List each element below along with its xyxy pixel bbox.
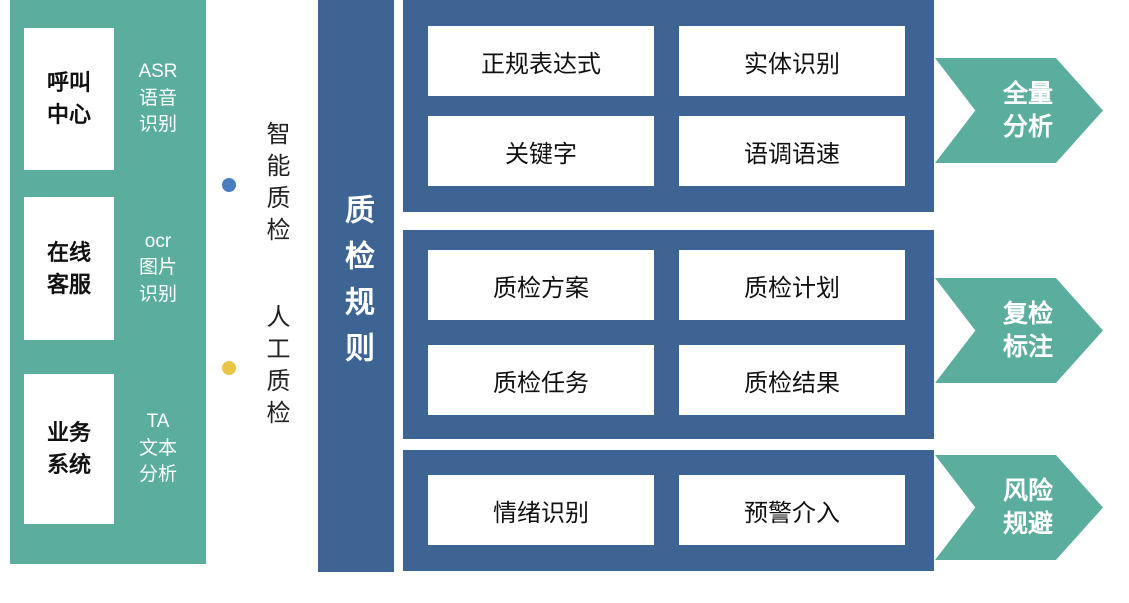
rule-box-qc-task: 质检任务 — [428, 345, 654, 415]
source-box-call-center: 呼叫 中心 — [24, 28, 114, 170]
qc-rules-bar: 质检规则 — [318, 0, 394, 572]
label-intelligent-qc: 智能质检 — [262, 121, 289, 249]
rule-box-warning-intervention: 预警介入 — [679, 475, 905, 545]
source-label-asr: ASR 语音 识别 — [138, 61, 178, 136]
rule-box-regex: 正规表达式 — [428, 26, 654, 96]
arrow-risk-avoidance: 风险 规避 — [935, 455, 1103, 560]
panel-risk: 情绪识别 预警介入 — [403, 450, 934, 571]
source-group-business-system: 业务 系统 TA 文本 分析 — [24, 374, 202, 524]
panel-analysis-rules: 正规表达式 实体识别 关键字 语调语速 — [403, 0, 934, 212]
source-group-call-center: 呼叫 中心 ASR 语音 识别 — [24, 28, 202, 170]
source-group-online-service: 在线 客服 ocr 图片 识别 — [24, 197, 202, 340]
rule-box-keyword: 关键字 — [428, 116, 654, 186]
rule-box-tone-speed: 语调语速 — [679, 116, 905, 186]
source-box-online-service: 在线 客服 — [24, 197, 114, 340]
rule-box-emotion-recognition: 情绪识别 — [428, 475, 654, 545]
arrow-label-recheck-annotation: 复检 标注 — [1002, 300, 1053, 361]
panel-qc-workflow: 质检方案 质检计划 质检任务 质检结果 — [403, 230, 934, 439]
arrow-label-risk-avoidance: 风险 规避 — [1002, 477, 1053, 538]
source-label-ocr: ocr 图片 识别 — [138, 230, 177, 305]
mode-item-intelligent-qc: 智能质检 — [222, 118, 293, 252]
yellow-dot-icon — [222, 361, 236, 375]
input-sources-panel: 呼叫 中心 ASR 语音 识别 在线 客服 ocr 图片 识别 业务 系统 TA… — [10, 0, 206, 564]
blue-dot-icon — [222, 178, 236, 192]
arrow-recheck-annotation: 复检 标注 — [935, 278, 1103, 383]
source-label-text-analysis: TA 文本 分析 — [138, 411, 177, 486]
arrow-full-analysis: 全量 分析 — [935, 58, 1103, 163]
label-manual-qc: 人工质检 — [262, 304, 289, 432]
rule-box-qc-result: 质检结果 — [679, 345, 905, 415]
arrow-label-full-analysis: 全量 分析 — [1002, 80, 1053, 141]
rule-box-qc-plan: 质检方案 — [428, 250, 654, 320]
qc-rules-label: 质检规则 — [340, 194, 373, 378]
source-box-business-system: 业务 系统 — [24, 374, 114, 524]
rule-box-qc-schedule: 质检计划 — [679, 250, 905, 320]
rule-box-entity-recognition: 实体识别 — [679, 26, 905, 96]
mode-item-manual-qc: 人工质检 — [222, 298, 293, 438]
